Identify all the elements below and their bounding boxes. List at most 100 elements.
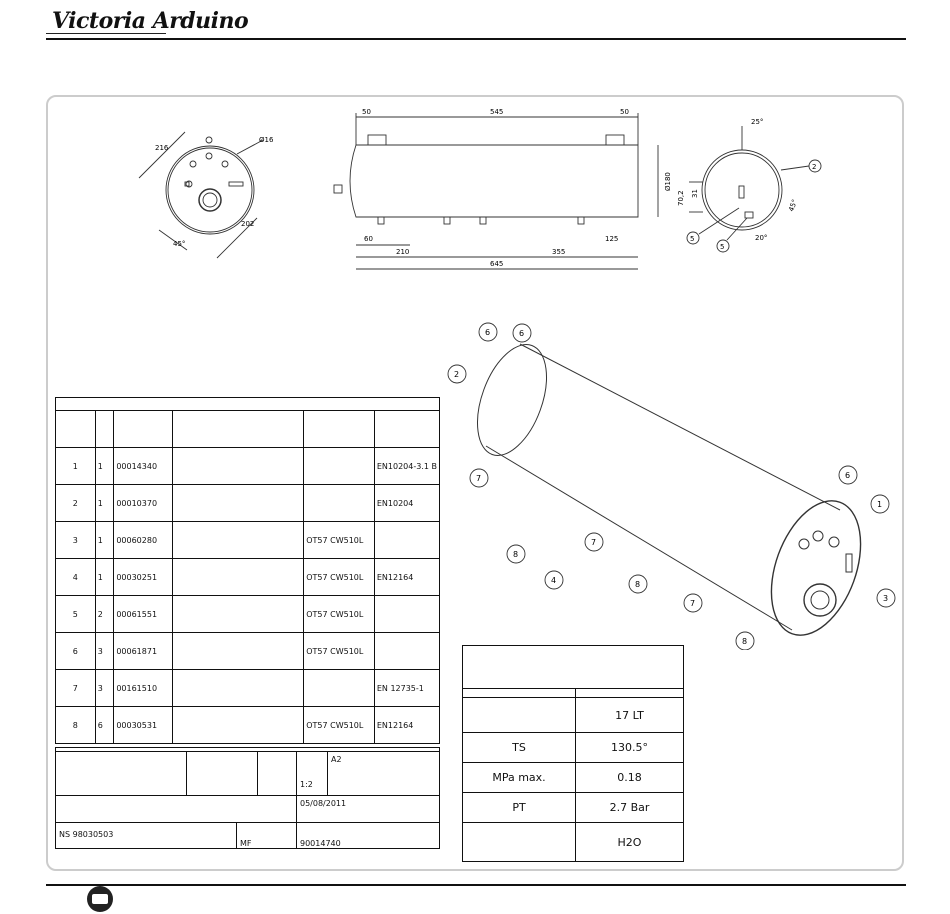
col-code [113,410,173,448]
part-description [171,484,305,522]
front-dim-216: 216 [155,144,169,152]
side-dim-50b: 50 [620,108,629,116]
part-code: 00161510 [113,669,173,707]
part-standard: EN10204 [373,484,441,522]
iso-label-8c: 8 [742,637,747,646]
part-qty: 1 [94,521,115,559]
header-rule [46,38,906,40]
ns-cell: NS 98030503 [55,822,237,849]
spec-row: H2O [462,822,684,862]
spec-header-row [462,645,684,689]
side-dim-545: 545 [490,108,503,116]
spec-value: 0.18 [575,762,684,793]
part-qty: 2 [94,595,115,633]
spec-value: 17 LT [575,697,684,733]
part-pos: 8 [55,706,96,744]
spec-value: 130.5° [575,732,684,763]
part-material [303,669,375,707]
spec-subheader-b [575,688,684,698]
iso-view: 6 6 2 6 1 7 7 8 4 8 3 7 8 [447,322,896,650]
side-dim-355: 355 [552,248,565,256]
part-pos: 1 [55,447,96,485]
end-dim-20: 20° [755,234,767,242]
part-qty: 6 [94,706,115,744]
logo-underline [46,33,166,34]
mf-cell: MF [236,822,297,849]
iso-label-7b: 7 [591,538,596,547]
part-standard [373,595,441,633]
spec-subheader-row [462,688,684,698]
part-code: 00030531 [113,706,173,744]
parts-table-title-row [55,397,440,411]
part-code: 00061551 [113,595,173,633]
part-description [171,521,305,559]
part-material [303,447,375,485]
side-dim-50a: 50 [362,108,371,116]
part-qty: 1 [94,558,115,596]
date-value: 05/08/2011 [300,799,347,808]
part-material [303,484,375,522]
side-view: 50 545 50 60 210 355 125 645 Ø180 [333,108,672,270]
part-material: OT57 CW510L [303,632,375,670]
part-pos: 4 [55,558,96,596]
part-material: OT57 CW510L [303,595,375,633]
front-view: 216 Ø16 202 45° [138,131,274,259]
part-description [171,558,305,596]
mf-value: MF [240,839,252,848]
parts-table-header-row [55,410,441,448]
part-pos: 5 [55,595,96,633]
part-standard [373,521,441,559]
drawing-no-value: 90014740 [300,839,341,848]
iso-label-6c: 6 [845,471,850,480]
spec-value: 2.7 Bar [575,792,684,823]
part-description [171,706,305,744]
iso-label-7c: 7 [690,599,695,608]
part-pos: 7 [55,669,96,707]
footer-rule [46,884,906,886]
part-qty: 1 [94,484,115,522]
spec-label [462,697,576,733]
spec-row: MPa max.0.18 [462,762,684,793]
part-description [171,632,305,670]
drawing-no-cell: 90014740 [296,822,440,849]
side-dim-60: 60 [364,235,373,243]
part-standard: EN12164 [373,706,441,744]
part-description [171,595,305,633]
iso-label-7a: 7 [476,474,481,483]
part-standard [373,632,441,670]
end-label-2: 2 [812,163,816,171]
col-standard [373,410,441,448]
part-qty: 3 [94,632,115,670]
part-pos: 3 [55,521,96,559]
date-cell: 05/08/2011 [296,795,440,823]
ns-value: NS 98030503 [59,830,114,839]
part-pos: 2 [55,484,96,522]
part-code: 00014340 [113,447,173,485]
part-material: OT57 CW510L [303,521,375,559]
col-pos [55,410,96,448]
iso-label-2: 2 [454,370,459,379]
front-dim-d16: Ø16 [259,136,274,144]
side-dim-125: 125 [605,235,618,243]
col-material [303,410,375,448]
part-material: OT57 CW510L [303,706,375,744]
side-dim-210: 210 [396,248,409,256]
end-label-5a: 5 [690,235,694,243]
end-dim-25: 25° [751,118,763,126]
title-cell-d [55,795,297,823]
iso-label-1: 1 [877,500,882,509]
end-view: 25° 70,2 31 45° 20° 2 5 5 [677,118,822,253]
part-standard: EN 12735-1 [373,669,441,707]
title-cell-b [186,751,258,796]
spec-label: MPa max. [462,762,576,793]
part-material: OT57 CW510L [303,558,375,596]
